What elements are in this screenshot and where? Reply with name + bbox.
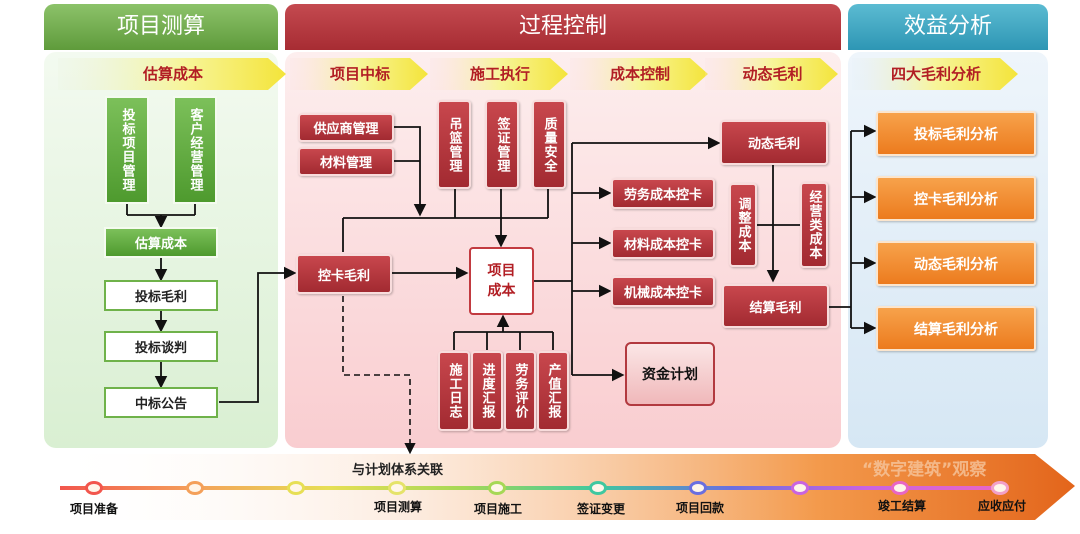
bid-project-mgmt-box[interactable]: 投标项目管理 xyxy=(105,96,149,204)
timeline-label: 应收应付 xyxy=(977,499,1027,513)
timeline-label: 项目回款 xyxy=(675,501,725,515)
labor-eval-box[interactable]: 劳务评价 xyxy=(504,351,536,431)
timeline-label: 项目施工 xyxy=(473,502,523,516)
adjust-cost-box[interactable]: 调整成本 xyxy=(729,183,757,267)
control-margin-analysis-box[interactable]: 控卡毛利分析 xyxy=(876,176,1036,221)
quality-safety-box[interactable]: 质量安全 xyxy=(532,100,566,189)
timeline-track xyxy=(60,486,1000,490)
timeline-dot xyxy=(85,481,103,495)
timeline-dot xyxy=(689,481,707,495)
watermark: “数字建筑”观察 xyxy=(862,460,987,480)
bid-margin-box[interactable]: 投标毛利 xyxy=(104,280,218,311)
ribbon-label: 估算成本 xyxy=(142,65,203,83)
fund-plan-box[interactable]: 资金计划 xyxy=(625,342,715,406)
project-estimate-header: 项目测算 xyxy=(44,4,278,50)
ribbon-bid-win: 项目中标 xyxy=(290,56,430,92)
benefit-analysis-header: 效益分析 xyxy=(848,4,1048,50)
ribbon-label: 动态毛利 xyxy=(742,65,803,83)
ribbon-estimate-cost: 估算成本 xyxy=(58,56,288,92)
timeline-dot xyxy=(388,481,406,495)
estimate-cost-box[interactable]: 估算成本 xyxy=(104,227,218,258)
project-cost-box[interactable]: 项目成本 xyxy=(469,247,534,315)
output-report-box[interactable]: 产值汇报 xyxy=(537,351,569,431)
construction-log-box[interactable]: 施工日志 xyxy=(438,351,470,431)
timeline-dot xyxy=(488,481,506,495)
timeline-label: 项目准备 xyxy=(69,502,119,516)
supplier-mgmt-box[interactable]: 供应商管理 xyxy=(298,113,394,142)
ribbon-label: 四大毛利分析 xyxy=(890,65,981,83)
operating-cost-box[interactable]: 经营类成本 xyxy=(800,182,828,268)
labor-cost-card-box[interactable]: 劳务成本控卡 xyxy=(611,178,715,209)
timeline-dot xyxy=(186,481,204,495)
timeline-label: 签证变更 xyxy=(576,502,626,516)
timeline-dot xyxy=(791,481,809,495)
dynamic-margin-box[interactable]: 动态毛利 xyxy=(720,120,828,165)
plan-link-label: 与计划体系关联 xyxy=(352,463,444,478)
control-margin-box[interactable]: 控卡毛利 xyxy=(296,254,392,294)
gondola-mgmt-box[interactable]: 吊篮管理 xyxy=(437,100,471,189)
timeline-label: 项目测算 xyxy=(373,500,423,514)
material-mgmt-box[interactable]: 材料管理 xyxy=(298,147,394,176)
timeline-label: 竣工结算 xyxy=(877,499,927,513)
ribbon-label: 项目中标 xyxy=(329,65,390,83)
process-control-header: 过程控制 xyxy=(285,4,841,50)
timeline-dot xyxy=(589,481,607,495)
bid-negotiation-box[interactable]: 投标谈判 xyxy=(104,331,218,362)
timeline-dot xyxy=(891,481,909,495)
ribbon-cost-control: 成本控制 xyxy=(570,56,710,92)
dynamic-margin-analysis-box[interactable]: 动态毛利分析 xyxy=(876,241,1036,286)
ribbon-label: 施工执行 xyxy=(469,65,530,83)
progress-report-box[interactable]: 进度汇报 xyxy=(471,351,503,431)
ribbon-dynamic-margin: 动态毛利 xyxy=(705,56,840,92)
ribbon-label: 成本控制 xyxy=(609,65,670,83)
customer-mgmt-box[interactable]: 客户经营管理 xyxy=(173,96,217,204)
settle-margin-box[interactable]: 结算毛利 xyxy=(722,284,829,328)
ribbon-four-margin: 四大毛利分析 xyxy=(852,56,1020,92)
bid-notice-box[interactable]: 中标公告 xyxy=(104,387,218,418)
visa-mgmt-box[interactable]: 签证管理 xyxy=(485,100,519,189)
timeline-dot xyxy=(287,481,305,495)
machine-cost-card-box[interactable]: 机械成本控卡 xyxy=(611,276,715,307)
bid-margin-analysis-box[interactable]: 投标毛利分析 xyxy=(876,111,1036,156)
timeline-dot xyxy=(991,481,1009,495)
settle-margin-analysis-box[interactable]: 结算毛利分析 xyxy=(876,306,1036,351)
material-cost-card-box[interactable]: 材料成本控卡 xyxy=(611,228,715,259)
ribbon-construction: 施工执行 xyxy=(430,56,570,92)
